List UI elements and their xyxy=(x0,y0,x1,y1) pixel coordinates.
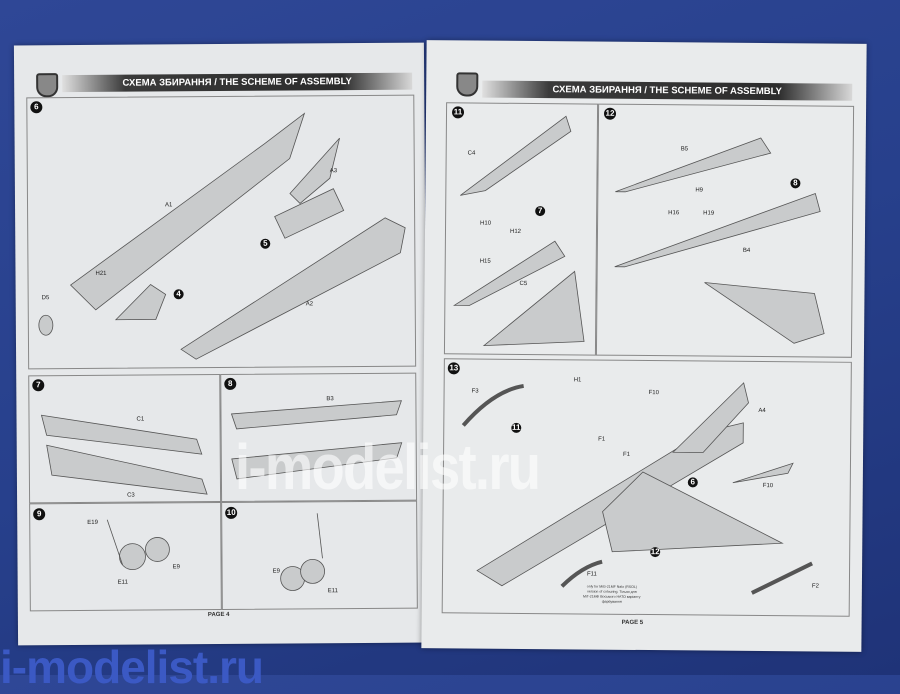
wing-lower xyxy=(231,442,403,480)
part-label: E9 xyxy=(272,568,280,575)
wing-b3 xyxy=(230,400,402,430)
wing-c4 xyxy=(460,115,572,196)
part-label: B5 xyxy=(680,146,689,153)
part-label: C1 xyxy=(136,416,145,423)
part-drawings xyxy=(38,112,406,591)
part-label: F10 xyxy=(762,483,774,490)
substep-marker: 12 xyxy=(650,547,661,558)
wing-c3 xyxy=(46,444,208,495)
part-label: H19 xyxy=(703,210,715,217)
wing-c1 xyxy=(40,414,203,455)
fuselage-half-a2 xyxy=(180,217,406,360)
part-label: F3 xyxy=(471,388,479,395)
exhaust-pipe xyxy=(274,188,345,239)
part-label: F10 xyxy=(648,390,659,397)
part-f10 xyxy=(732,462,794,484)
substep-marker: 6 xyxy=(687,477,698,488)
part-label: A3 xyxy=(329,168,338,175)
part-label: C5 xyxy=(519,280,528,287)
part-label: H16 xyxy=(668,210,680,217)
part-label: H15 xyxy=(479,258,491,265)
fin xyxy=(672,382,749,453)
substep-marker: 5 xyxy=(260,238,271,249)
part-label: A1 xyxy=(165,202,173,209)
colour-note: only for MiG-21MF Nato (RSOL) version of… xyxy=(583,584,641,604)
part-f2 xyxy=(750,561,813,595)
wing-b4 xyxy=(614,192,821,268)
part-label: B3 xyxy=(326,396,334,403)
part-label: H12 xyxy=(509,228,522,235)
tailplane xyxy=(482,270,585,347)
part-label: A4 xyxy=(758,408,766,415)
part-f3 xyxy=(461,383,525,427)
tailplane-12 xyxy=(704,282,825,344)
wing-c5 xyxy=(452,240,566,306)
part-drawings xyxy=(452,115,825,595)
substep-marker: 4 xyxy=(173,289,184,300)
wing-13 xyxy=(602,471,784,553)
part-label: F2 xyxy=(811,583,819,590)
part-label: B4 xyxy=(742,247,751,254)
part-label: E11 xyxy=(117,579,128,586)
wing-b5 xyxy=(615,137,772,193)
part-label: D5 xyxy=(41,295,50,302)
watermark: i-modelist.ru xyxy=(235,431,541,503)
ring-d5 xyxy=(38,314,54,336)
page-number: PAGE 4 xyxy=(207,611,230,619)
instruction-page-4: СХЕМА ЗБИРАННЯ / THE SCHEME OF ASSEMBLY … xyxy=(13,42,429,646)
part-label: F1 xyxy=(598,436,606,443)
part-label: H10 xyxy=(480,220,492,227)
part-label: H1 xyxy=(573,377,582,384)
corner-watermark: i-modelist.ru xyxy=(0,641,264,693)
part-label: C3 xyxy=(127,492,135,499)
part-label: E9 xyxy=(172,564,180,571)
substep-marker: 7 xyxy=(535,206,546,217)
fin-a3 xyxy=(289,137,340,204)
part-label: E11 xyxy=(327,588,338,595)
part-label: H9 xyxy=(695,187,704,194)
part-f11 xyxy=(560,559,603,588)
fuselage-half-a1 xyxy=(69,112,306,311)
part-label: H21 xyxy=(95,270,107,277)
wheel xyxy=(119,543,146,571)
part-label: F11 xyxy=(586,571,597,578)
part-label: A2 xyxy=(305,301,314,308)
part-label: F1 xyxy=(623,451,631,458)
substep-marker: 8 xyxy=(790,178,801,189)
instruction-page-5: СХЕМА ЗБИРАННЯ / THE SCHEME OF ASSEMBLY … xyxy=(421,40,867,652)
part-label: E19 xyxy=(87,519,98,526)
part-label: C4 xyxy=(467,150,476,157)
page-number: PAGE 5 xyxy=(621,619,644,627)
cockpit-4 xyxy=(114,283,167,321)
